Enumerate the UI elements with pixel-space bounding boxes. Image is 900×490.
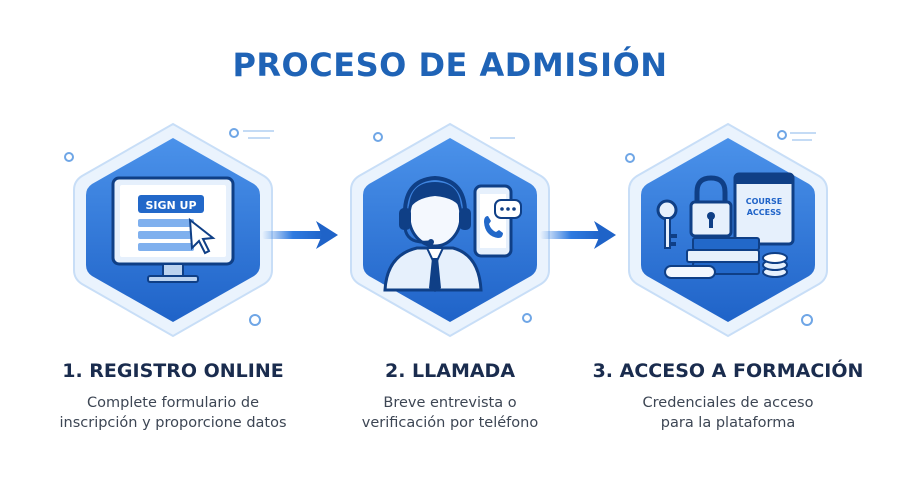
step-registro-online: SIGN UP 1. REGISTRO ONLINE Complete form… [23, 0, 323, 490]
access-label: ACCESS [747, 208, 782, 217]
step-title: 1. REGISTRO ONLINE [62, 360, 284, 382]
decoration-bottom [249, 313, 813, 326]
headset-agent-phone-icon [383, 175, 522, 292]
computer-signup-icon: SIGN UP [111, 176, 235, 283]
step-acceso-formacion: COURSE ACCESS 3. ACCESO A FORMACIÓN C [578, 0, 878, 490]
page-title: PROCESO DE ADMISIÓN [232, 46, 668, 84]
decoration-top-left [229, 128, 274, 139]
step-title: 2. LLAMADA [384, 360, 516, 382]
step-title: 3. ACCESO A FORMACIÓN [592, 360, 864, 382]
hex-badge: COURSE ACCESS [623, 120, 833, 340]
decoration-left [64, 152, 74, 162]
hex-badge: SIGN UP [68, 120, 278, 340]
step-description: Breve entrevista o verificación por telé… [361, 395, 539, 431]
course-label: COURSE [746, 197, 783, 206]
arrow-right-icon [262, 221, 338, 249]
arrow-right-icon [540, 221, 616, 249]
step-description: Credenciales de acceso para la plataform… [642, 395, 814, 431]
padlock-key-books-icon: COURSE ACCESS [656, 172, 795, 279]
signup-button-label: SIGN UP [145, 199, 196, 212]
decoration-mid-top [373, 132, 515, 142]
hex-badge [345, 120, 555, 340]
step-llamada: 2. LLAMADA Breve entrevista o verificaci… [300, 0, 600, 490]
step-description: Complete formulario de inscripción y pro… [59, 395, 287, 431]
decoration-right-top [625, 130, 816, 163]
